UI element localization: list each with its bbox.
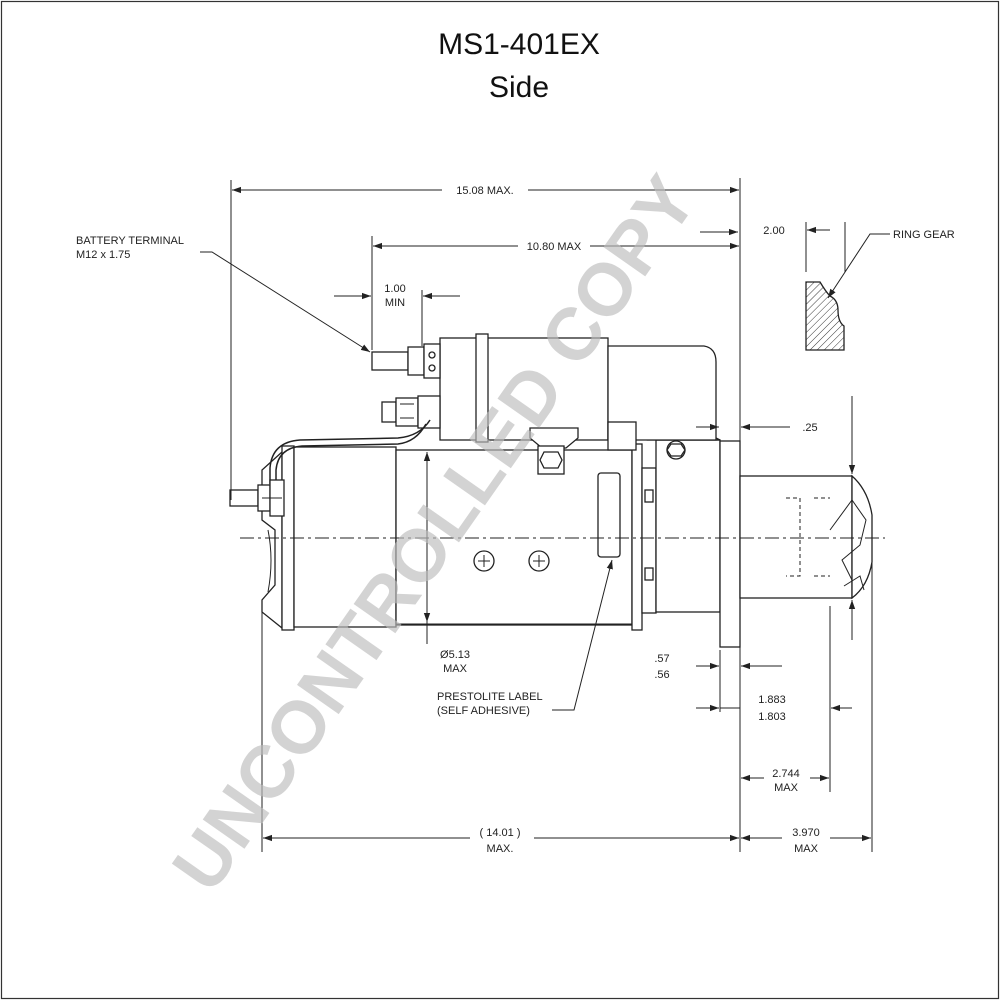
solenoid-bolt (666, 440, 686, 460)
dim-drive-end-value: 3.970 (792, 827, 820, 839)
starter-motor-outline (261, 429, 873, 648)
dim-overall-length: 15.08 MAX. (456, 185, 513, 197)
dim-body-length-value: ( 14.01 ) (480, 827, 521, 839)
battery-terminal-stud (371, 351, 409, 371)
solenoid (371, 333, 717, 475)
dim-flange-offset-max: .57 (654, 653, 669, 665)
battery-terminal-label: BATTERY TERMINAL (76, 235, 184, 247)
prestolite-label-text: PRESTOLITE LABEL (437, 691, 543, 703)
dim-solenoid-length: 10.80 MAX (527, 241, 582, 253)
dim-diameter-value: Ø5.13 (440, 649, 470, 661)
view-name: Side (489, 71, 549, 104)
dim-flange-thickness: .25 (802, 422, 817, 434)
battery-terminal-thread: M12 x 1.75 (76, 249, 130, 261)
drawing-title: MS1-401EX (438, 28, 600, 61)
dim-diameter-unit: MAX (443, 663, 468, 675)
prestolite-label-patch (597, 472, 621, 558)
dim-pinion-max: 1.883 (758, 694, 786, 706)
frame-screw-1 (473, 550, 495, 572)
dim-terminal-min-unit: MIN (385, 297, 405, 309)
dim-flange-offset-min: .56 (654, 669, 669, 681)
ring-gear-section (805, 281, 845, 351)
dim-terminal-min-value: 1.00 (384, 283, 405, 295)
mounting-flange (719, 440, 741, 648)
dim-nose-unit: MAX (774, 782, 799, 794)
dim-drive-end-unit: MAX (794, 843, 819, 855)
ring-gear-label: RING GEAR (893, 229, 955, 241)
prestolite-label-adhesive: (SELF ADHESIVE) (437, 705, 530, 717)
dim-nose-value: 2.744 (772, 768, 800, 780)
frame-screw-2 (528, 550, 550, 572)
dim-ring-gear-width: 2.00 (763, 225, 784, 237)
dim-pinion-min: 1.803 (758, 711, 786, 723)
dim-body-length-unit: MAX. (487, 843, 514, 855)
pinion-nose (739, 475, 853, 599)
motor-terminal-stud (229, 489, 259, 507)
motor-cable (229, 419, 431, 517)
